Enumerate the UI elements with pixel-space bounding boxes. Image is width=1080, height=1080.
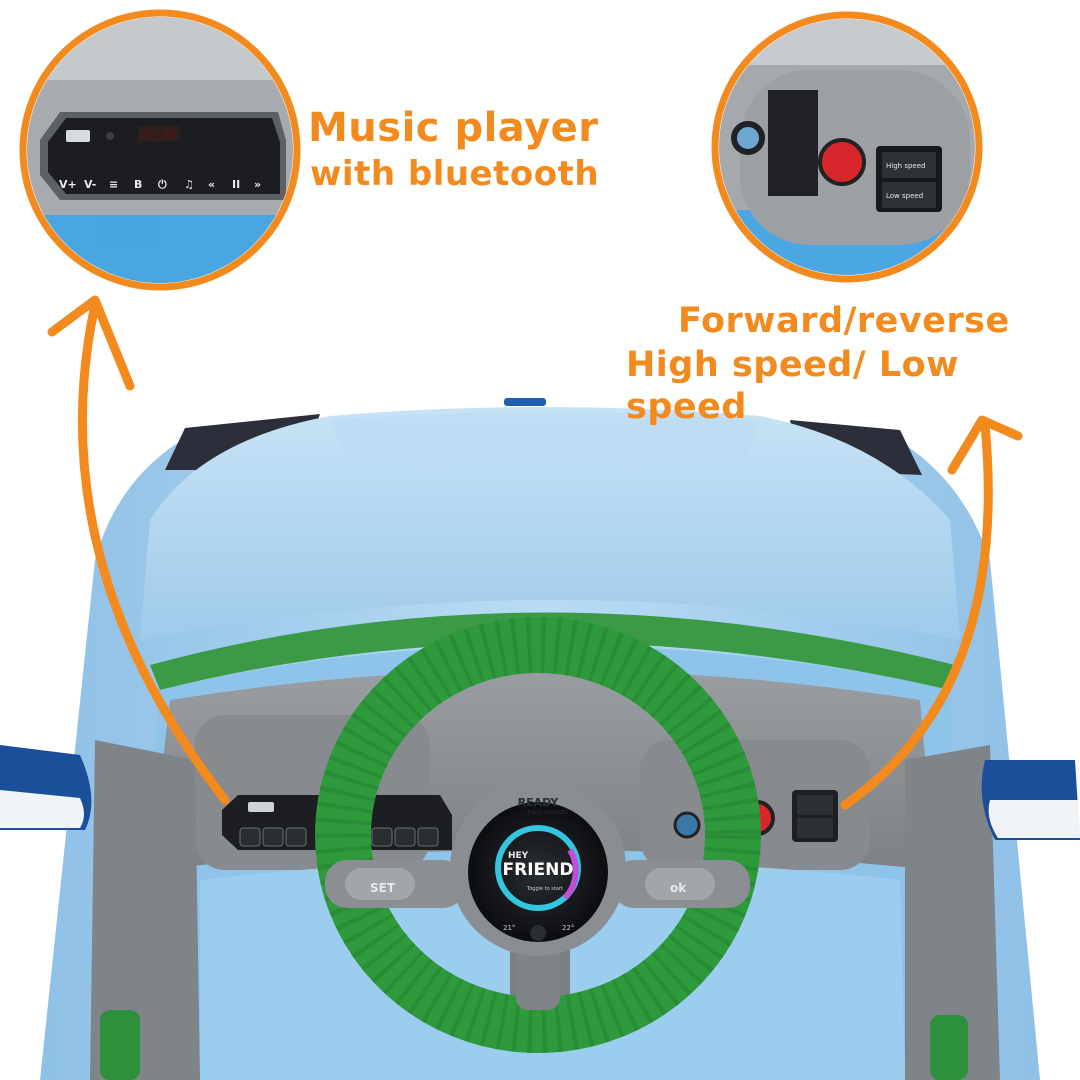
speed-callout-line2: High speed/ Low speed	[626, 345, 960, 427]
music-btn-3[interactable]: B	[134, 178, 142, 191]
music-zoom-inset	[19, 9, 301, 291]
screen-greeting-main: FRIEND	[503, 860, 574, 880]
screen-temp-left: 21°	[503, 924, 515, 932]
car-hood	[140, 407, 960, 640]
arrow-up-right-icon	[840, 415, 1023, 810]
screen-status-sub: FULLY CHARGED	[527, 810, 568, 816]
music-callout-subtitle: with bluetooth	[310, 154, 600, 194]
speed-callout-line1: Forward/reverse	[678, 301, 1010, 341]
screen-status: READY	[518, 796, 560, 809]
music-btn-5[interactable]: ♫	[184, 178, 194, 191]
high-speed-label: High speed	[886, 162, 925, 170]
music-btn-0[interactable]: V+	[59, 178, 77, 191]
screen-hint: Toggle to start	[526, 886, 563, 892]
screen-temp-right: 22°	[562, 924, 574, 932]
speed-zoom-inset	[711, 11, 983, 283]
music-btn-4[interactable]: ⏻	[158, 178, 167, 191]
music-btn-1[interactable]: V-	[84, 178, 96, 191]
wheel-set-button[interactable]: SET	[370, 881, 396, 895]
music-display: 88:88	[142, 128, 177, 142]
music-btn-6[interactable]: «	[208, 178, 215, 191]
music-btn-2[interactable]: ≡	[109, 178, 118, 191]
music-btn-8[interactable]: »	[254, 178, 261, 191]
wheel-ok-button[interactable]: ok	[670, 881, 687, 895]
low-speed-label: Low speed	[886, 192, 923, 200]
steering-wheel	[315, 617, 761, 1053]
screen-greeting-top: HEY	[508, 851, 529, 861]
music-btn-7[interactable]: II	[232, 178, 240, 191]
arrow-up-left-icon	[47, 295, 230, 805]
dash-trim	[150, 612, 955, 690]
music-callout-title: Music player	[308, 105, 599, 151]
